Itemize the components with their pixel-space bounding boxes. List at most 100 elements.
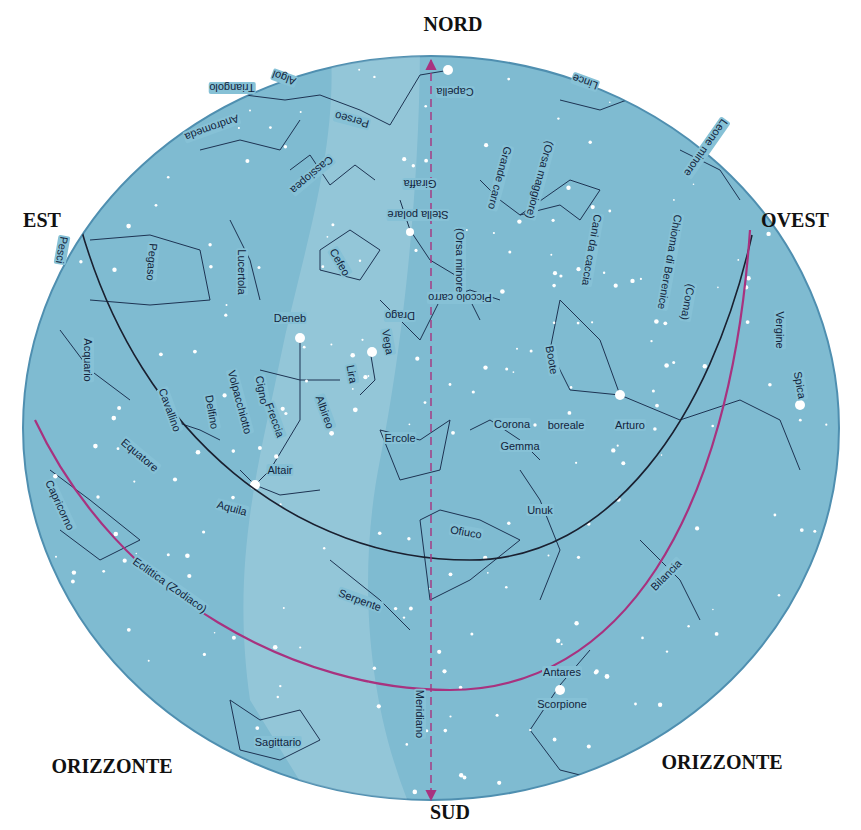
star-dot (249, 109, 251, 111)
star-dot (277, 696, 279, 698)
star-dot (208, 243, 211, 246)
star-dot (155, 204, 158, 207)
star-dot (575, 462, 577, 464)
star-dot (368, 375, 370, 377)
star-dot (505, 586, 508, 589)
star-dot (79, 260, 82, 263)
star-dot (654, 319, 659, 324)
star-dot (373, 667, 376, 670)
star-dot (652, 390, 655, 393)
star-dot (513, 371, 515, 373)
star-dot (799, 419, 802, 422)
star-dot (774, 514, 777, 517)
star-dot (591, 205, 595, 209)
star-dot (664, 363, 669, 368)
star-dot (661, 454, 663, 456)
star-dot (437, 650, 441, 654)
star-dot (449, 383, 452, 386)
star-dot (621, 461, 625, 465)
star-dot (630, 279, 634, 283)
star-dot (449, 572, 453, 576)
constellation-label: Piccolo carro (427, 292, 493, 304)
star-dot (305, 380, 308, 383)
star-dot (407, 537, 410, 540)
star-dot (159, 352, 163, 356)
star-dot (279, 685, 281, 687)
star-dot (255, 726, 259, 730)
star-dot (746, 320, 750, 324)
star-dot (414, 249, 417, 252)
star-dot (496, 714, 499, 717)
star-dot (483, 365, 487, 369)
star-dot (507, 78, 510, 81)
star-dot (516, 348, 518, 350)
star-dot (737, 259, 739, 261)
star-dot (321, 265, 324, 268)
star-dot (363, 375, 367, 379)
star-dot (203, 653, 206, 656)
star-dot (470, 633, 473, 636)
star-dot (394, 607, 397, 610)
star-dot (663, 321, 667, 325)
star-dot (167, 553, 170, 556)
star-dot (517, 219, 521, 223)
star-dot (173, 477, 177, 481)
star-dot (112, 416, 117, 421)
star-dot (451, 431, 455, 435)
star-dot (232, 636, 236, 640)
star-dot (300, 111, 302, 113)
star-dot (55, 556, 57, 558)
star-dot (550, 254, 552, 256)
star-dot (589, 141, 592, 144)
star-dot (487, 572, 489, 574)
star-dot (552, 284, 556, 288)
star-dot (214, 632, 216, 634)
star-dot (378, 531, 382, 535)
star-dot (406, 743, 409, 746)
constellation-label: Ercole (383, 432, 416, 444)
star-dot (825, 424, 827, 426)
star-dot (666, 650, 668, 652)
star-dot (373, 76, 375, 78)
celestial-equator (80, 225, 752, 560)
star-dot (641, 637, 644, 640)
constellation-label: Arturo (614, 419, 646, 431)
star-dot (505, 368, 508, 371)
star-dot (533, 423, 536, 426)
star-dot (358, 69, 360, 71)
star-dot (493, 232, 495, 234)
constellation-label: Drago (384, 310, 416, 322)
constellation-label: Giraffa (403, 178, 438, 190)
star-dot (232, 449, 236, 453)
star-dot (529, 729, 531, 731)
star-dot (424, 159, 428, 163)
stars (53, 69, 827, 794)
ecliptic (35, 230, 750, 690)
direction-label: OVEST (761, 209, 829, 231)
star-dot (800, 528, 804, 532)
constellation-label: Sagittario (254, 736, 302, 748)
star-dot (284, 412, 287, 415)
star-dot (330, 344, 332, 346)
star-dot (500, 289, 505, 294)
star-dot (202, 530, 205, 533)
star-dot (813, 530, 816, 533)
star-dot (715, 632, 719, 636)
star-dot (329, 431, 334, 436)
star-dot (672, 361, 675, 364)
star-dot (548, 555, 550, 557)
star-dot (608, 210, 611, 213)
star-dot (102, 570, 105, 573)
star-dot (283, 607, 285, 609)
star-dot (361, 339, 363, 341)
star-dot (614, 284, 618, 288)
star-dot (655, 404, 659, 408)
star-dot (449, 715, 451, 717)
star-dot (634, 703, 637, 706)
star-dot (605, 674, 610, 679)
star-dot (553, 321, 556, 324)
star-dot (353, 407, 358, 412)
star-dot (566, 186, 570, 190)
